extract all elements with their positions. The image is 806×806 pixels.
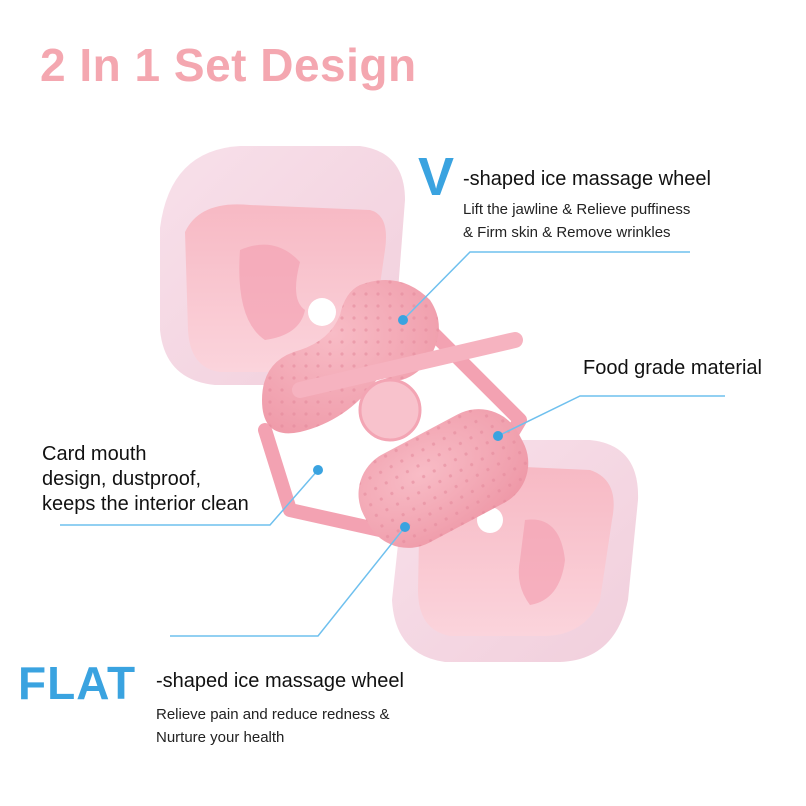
- flat-word: FLAT: [18, 657, 137, 709]
- flat-callout-dot: [400, 522, 410, 532]
- v-callout-line: [402, 251, 690, 321]
- v-desc-line-2: & Firm skin & Remove wrinkles: [463, 224, 671, 241]
- card-line-3: keeps the interior clean: [42, 493, 249, 515]
- v-letter: V: [418, 147, 455, 207]
- v-desc-line-1: Lift the jawline & Relieve puffiness: [463, 201, 691, 218]
- food-callout-line: [497, 395, 725, 437]
- flat-description: Relieve pain and reduce redness & Nurtur…: [156, 703, 389, 749]
- card-line-1: Card mouth: [42, 443, 147, 465]
- callout-lines: [60, 251, 725, 637]
- card-callout-line: [60, 469, 319, 526]
- flat-heading: -shaped ice massage wheel: [156, 670, 404, 692]
- v-heading: -shaped ice massage wheel: [463, 168, 711, 190]
- card-line-2: design, dustproof,: [42, 468, 201, 490]
- card-callout-dot: [313, 465, 323, 475]
- flat-desc-line-1: Relieve pain and reduce redness &: [156, 706, 390, 723]
- card-mouth-label: Card mouth design, dustproof, keeps the …: [42, 442, 249, 517]
- callout-dots: [313, 315, 503, 532]
- v-callout-dot: [398, 315, 408, 325]
- page-title: 2 In 1 Set Design: [40, 39, 417, 91]
- axle: [292, 332, 523, 442]
- v-description: Lift the jawline & Relieve puffiness & F…: [463, 198, 690, 244]
- food-callout-dot: [493, 431, 503, 441]
- food-grade-label: Food grade material: [583, 357, 762, 379]
- flat-roller: [358, 409, 529, 548]
- flat-desc-line-2: Nurture your health: [156, 729, 285, 746]
- flat-callout-line: [170, 526, 406, 637]
